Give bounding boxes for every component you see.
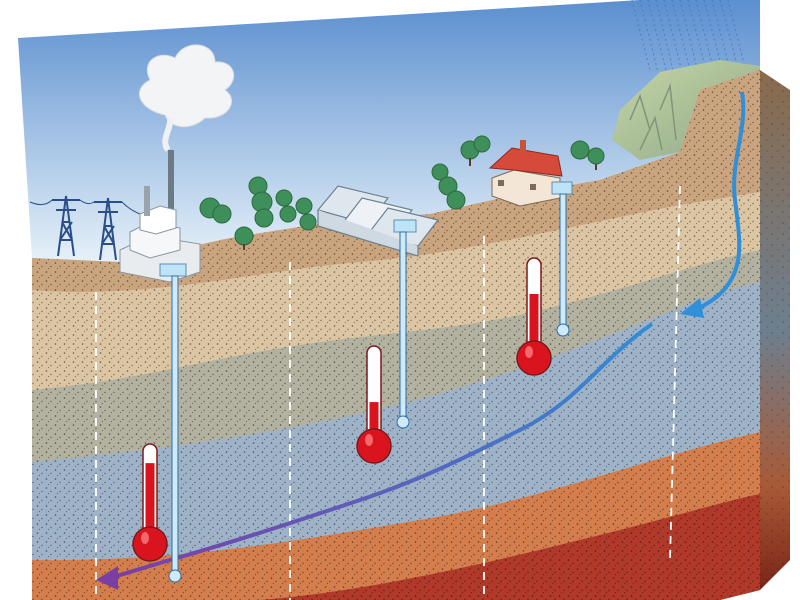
thermometer-fill (145, 463, 155, 532)
thermometer-fill (369, 402, 379, 434)
wells (168, 193, 570, 583)
greenhouse-icon (316, 185, 440, 257)
power-pylon-icon (29, 195, 141, 261)
deep-flow-arrow (96, 566, 118, 590)
thermometer-icon (356, 345, 392, 464)
geothermal-plant-icon (119, 44, 235, 283)
recharge-flow (689, 91, 746, 314)
thermometer-icon (132, 443, 168, 562)
thermometer-icon (516, 257, 552, 376)
section-lines (95, 185, 681, 600)
deep-flow (109, 322, 654, 580)
recharge-arrow (680, 298, 704, 318)
rain-icon (631, 0, 745, 75)
tree-group (199, 135, 605, 250)
house-icon (488, 140, 573, 207)
thermometer-fill (529, 293, 539, 346)
steam-cloud (138, 44, 235, 128)
